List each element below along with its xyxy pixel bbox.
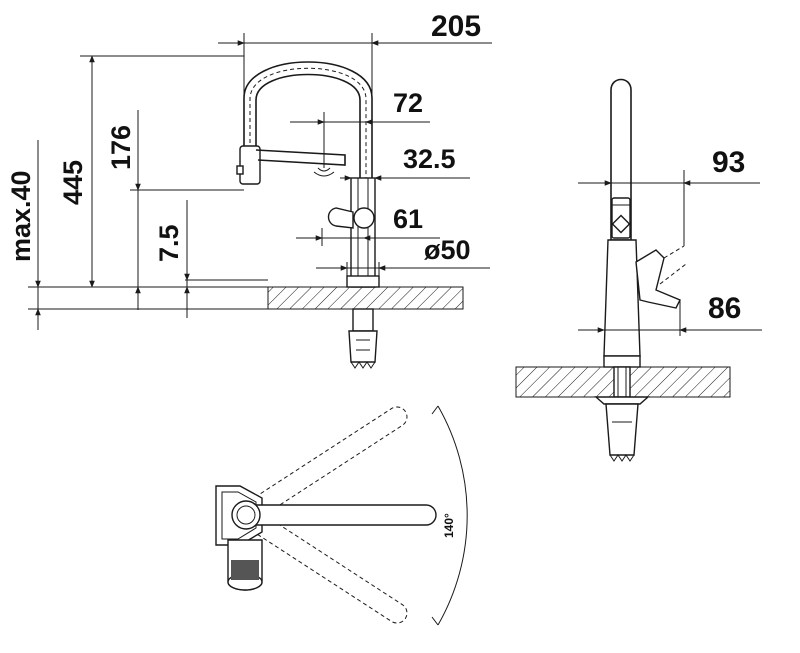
front-spray-head (239, 145, 261, 185)
front-countertop (267, 286, 464, 310)
dim-base-height-label: 7.5 (154, 224, 184, 262)
dim-lever-offset-label: 61 (393, 204, 423, 234)
front-lever (327, 207, 354, 229)
side-tap-body (603, 239, 641, 357)
dim-swivel-angle-label: 140° (442, 513, 456, 538)
dim-width-label: 205 (431, 10, 481, 43)
front-view: 205 72 32.5 61 ø50 445 (6, 10, 492, 369)
dim-counter-thickness-label: max.40 (6, 170, 36, 262)
side-spout-column (610, 78, 632, 241)
side-lever (635, 249, 681, 309)
dim-base-diameter-label: ø50 (424, 235, 471, 265)
dim-lever-reach-label: 93 (712, 146, 745, 179)
dim-spout-offset-label: 32.5 (403, 144, 456, 174)
swivel-arc (437, 405, 468, 626)
side-view: 93 86 (515, 78, 762, 462)
front-spout-arc (243, 61, 373, 178)
dim-spray-offset-label: 72 (393, 88, 423, 118)
front-shank (352, 308, 374, 332)
dim-lever-reach-lower-label: 86 (708, 292, 741, 325)
dim-total-height-label: 445 (58, 160, 88, 205)
top-view: 140° (215, 405, 468, 626)
dim-spout-height-label: 176 (106, 125, 136, 170)
front-tap-body (350, 177, 376, 288)
spout-center (245, 504, 437, 526)
